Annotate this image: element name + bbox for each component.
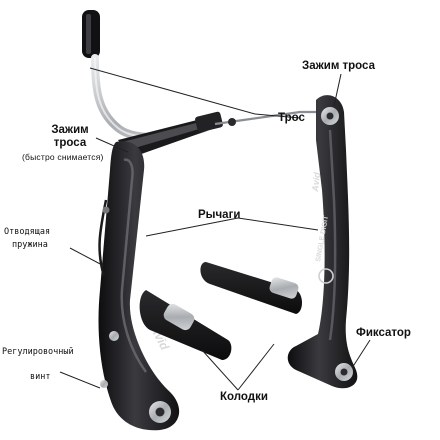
label-return-spring-1: Отводящая (4, 227, 51, 237)
pointer-lines (59, 67, 371, 391)
right-brake-arm: SINGLE DIGIT Avid (287, 95, 358, 389)
label-levers: Рычаги (198, 209, 241, 221)
label-cable-clamp-top: Зажим троса (302, 60, 375, 72)
left-brake-pad (139, 290, 232, 360)
cable-noodle (82, 10, 209, 141)
label-cable: Трос (278, 112, 305, 124)
noodle-clamp (118, 111, 223, 158)
label-cable-clamp-left-1: Зажим (51, 124, 89, 136)
label-quick-release-note: (быстро снимается) (22, 152, 104, 162)
label-adjust-screw-2: винт (30, 372, 51, 382)
svg-text:Avid: Avid (310, 171, 322, 193)
label-pads: Колодки (220, 391, 268, 403)
label-return-spring-2: пружина (12, 240, 48, 250)
label-fixer: Фиксатор (356, 327, 411, 339)
label-cable-clamp-left-2: троса (53, 137, 87, 149)
label-adjust-screw-1: Регулировочный (2, 347, 74, 357)
left-brake-arm: Avid (98, 141, 180, 431)
right-brake-pad (200, 262, 302, 314)
